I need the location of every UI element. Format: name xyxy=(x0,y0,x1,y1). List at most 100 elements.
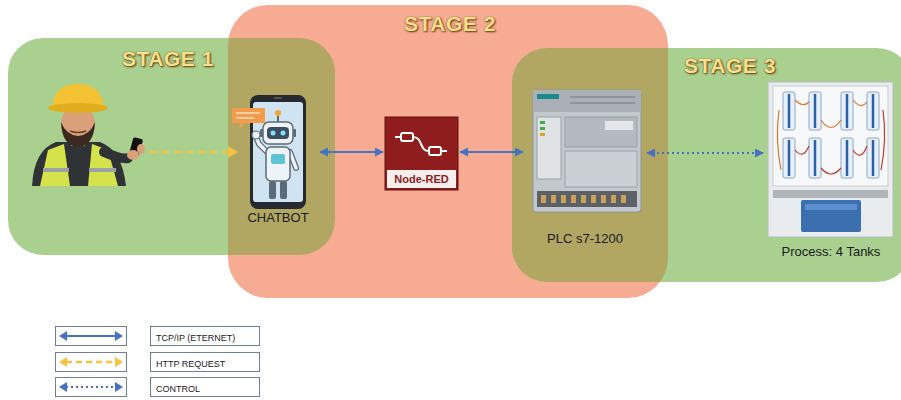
four-tank-rig-photo xyxy=(853,146,867,155)
plc-illustration xyxy=(525,85,645,250)
node-label: Node-RED xyxy=(394,173,448,186)
operator-figure xyxy=(70,131,86,133)
operator-figure xyxy=(48,103,108,113)
operator-figure xyxy=(43,168,69,172)
plc-illustration xyxy=(533,90,641,212)
plc-illustration xyxy=(570,102,635,104)
connector-arrow xyxy=(460,151,523,153)
phone-robot-icon xyxy=(252,131,260,139)
phone-robot-icon xyxy=(274,97,282,99)
legend-label: TCP/IP (ETERNET) xyxy=(156,329,235,347)
operator-figure xyxy=(40,144,70,186)
legend-sample xyxy=(59,331,67,341)
plc-illustration xyxy=(551,195,556,203)
legend: TCP/IP (ETERNET) HTTP REQUEST CONTROL xyxy=(55,326,275,398)
plc-illustration xyxy=(591,195,596,203)
plc-illustration xyxy=(537,191,637,207)
http-request-arrow xyxy=(150,146,238,158)
node-red-logo xyxy=(401,133,413,141)
plc-illustration xyxy=(565,151,637,187)
four-tank-rig-photo xyxy=(841,92,853,130)
legend-row: TCP/IP (ETERNET) xyxy=(55,326,275,346)
four-tank-rig-photo xyxy=(765,80,897,265)
four-tank-rig-photo xyxy=(773,190,888,198)
four-tank-rig-photo xyxy=(872,94,875,128)
operator-figure xyxy=(137,144,145,154)
operator-figure xyxy=(32,142,126,186)
plc-illustration xyxy=(540,121,545,124)
node-red-box: Node-RED xyxy=(385,117,458,190)
legend-sample xyxy=(115,331,123,341)
legend-row: HTTP REQUEST xyxy=(55,352,275,372)
stage-label: STAGE 3 xyxy=(684,54,776,78)
plc-illustration xyxy=(537,117,561,179)
four-tank-rig-photo xyxy=(783,138,795,178)
node-red-logo xyxy=(429,147,441,155)
phone-robot-icon xyxy=(290,152,296,168)
plc-illustration xyxy=(540,133,545,136)
http-request-arrow xyxy=(150,151,228,154)
overlap-region xyxy=(512,48,668,282)
four-tank-rig-photo xyxy=(789,94,873,176)
operator-figure xyxy=(127,150,139,160)
four-tank-rig-photo xyxy=(783,92,879,178)
legend-sample xyxy=(115,382,123,392)
stage-label: STAGE 2 xyxy=(404,12,496,36)
node-red-logo xyxy=(441,150,447,152)
four-tank-rig-photo xyxy=(867,138,879,178)
phone-robot-icon xyxy=(267,127,289,139)
phone-robot-icon xyxy=(236,112,260,114)
node-red-logo xyxy=(413,137,429,151)
phone-robot-icon xyxy=(271,154,285,164)
plc-illustration xyxy=(540,127,545,130)
four-tank-rig-photo xyxy=(795,100,809,105)
phone-robot-icon xyxy=(281,131,286,136)
four-tank-rig-photo xyxy=(788,94,791,128)
legend-sample xyxy=(66,386,116,388)
connector-arrow xyxy=(320,151,383,153)
four-tank-rig-photo xyxy=(788,140,791,176)
four-tank-rig-photo xyxy=(768,82,893,237)
operator-figure xyxy=(89,168,116,172)
four-tank-rig-photo xyxy=(777,110,781,170)
legend-sample xyxy=(115,357,123,367)
plc-illustration xyxy=(581,195,586,203)
four-tank-rig-photo xyxy=(809,138,821,178)
phone-robot-icon xyxy=(275,110,281,116)
overlap-region xyxy=(228,38,335,255)
operator-figure xyxy=(104,152,128,158)
node-label: PLC s7-1200 xyxy=(547,231,623,246)
plc-illustration xyxy=(605,121,633,130)
four-tank-rig-photo xyxy=(821,120,841,128)
plc-illustration xyxy=(571,195,576,203)
node-red-logo xyxy=(385,117,458,190)
four-tank-rig-photo xyxy=(846,94,849,128)
four-tank-rig-photo xyxy=(881,110,885,170)
phone-robot-icon xyxy=(236,117,254,119)
stage-label: STAGE 1 xyxy=(122,47,214,71)
plc-illustration xyxy=(533,90,641,112)
node-red-logo xyxy=(387,170,456,188)
process-node: Process: 4 Tanks xyxy=(765,80,897,265)
legend-sample xyxy=(55,326,127,346)
four-tank-rig-photo xyxy=(777,100,884,174)
http-request-arrow xyxy=(228,146,238,158)
four-tank-rig-photo xyxy=(809,92,821,130)
four-tank-rig-photo xyxy=(867,92,879,130)
legend-label: HTTP REQUEST xyxy=(156,355,225,373)
phone-robot-icon xyxy=(290,152,296,168)
plc-node: PLC s7-1200 xyxy=(525,85,645,250)
four-tank-rig-photo xyxy=(783,92,795,130)
legend-label: CONTROL xyxy=(156,380,200,398)
four-tank-rig-photo xyxy=(801,200,861,232)
four-tank-rig-photo xyxy=(795,146,809,154)
four-tank-rig-photo xyxy=(872,140,875,176)
legend-sample xyxy=(66,360,116,363)
four-tank-rig-photo xyxy=(846,140,849,176)
legend-sample xyxy=(66,335,116,337)
phone-robot-icon xyxy=(293,129,296,137)
four-tank-rig-photo xyxy=(853,100,867,106)
plc-illustration xyxy=(565,117,637,147)
legend-row: CONTROL xyxy=(55,377,275,397)
plc-illustration xyxy=(561,195,566,203)
